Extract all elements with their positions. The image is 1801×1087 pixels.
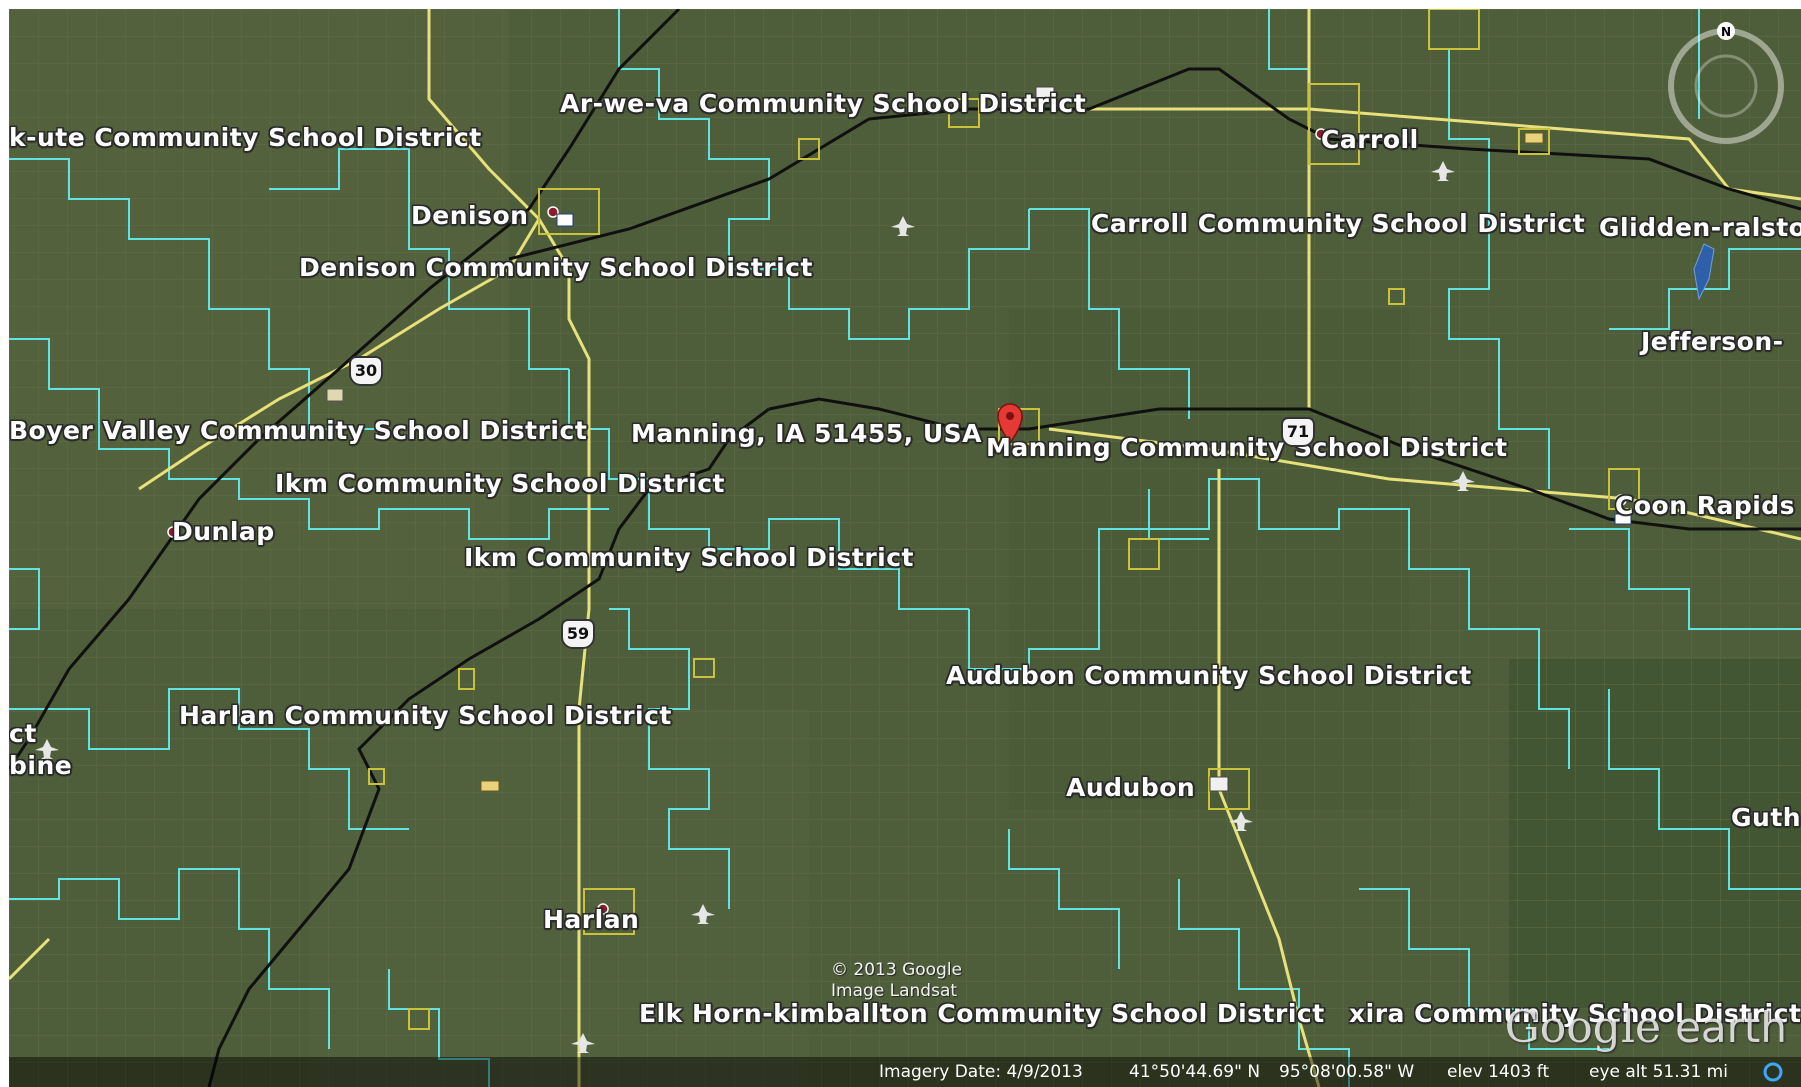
logo-earth: earth: [1675, 1003, 1787, 1052]
map-view[interactable]: N Ar-we-va Community School District k-u…: [9, 9, 1801, 1087]
copyright-line1: © 2013 Google: [831, 960, 963, 980]
label-bine: bine: [9, 751, 73, 780]
label-manning-district: Manning Community School District: [986, 433, 1508, 462]
lake-feature: [1693, 243, 1715, 301]
logo-google: Google: [1504, 1002, 1662, 1053]
label-denison-district: Denison Community School District: [299, 253, 813, 282]
us71-shield: 71: [1281, 417, 1315, 447]
label-carroll-city: Carroll: [1321, 125, 1419, 154]
label-boyer-valley-district: Boyer Valley Community School District: [9, 416, 588, 445]
label-ikm-district-1: Ikm Community School District: [275, 469, 725, 498]
navigation-control[interactable]: N: [1661, 21, 1791, 151]
status-bar: Imagery Date: 4/9/2013 41°50'44.69" N 95…: [9, 1057, 1801, 1087]
town-dots: [167, 128, 1627, 915]
compass-north-label: N: [1721, 25, 1731, 39]
placemark-icon[interactable]: [997, 403, 1023, 445]
latitude-readout: 41°50'44.69" N: [1129, 1062, 1261, 1082]
label-kute-district: k-ute Community School District: [9, 123, 482, 152]
label-coon-rapids: Coon Rapids: [1615, 491, 1796, 520]
elevation-readout: elev 1403 ft: [1447, 1062, 1550, 1082]
map-imagery: [9, 9, 1801, 1087]
airport-icons: [35, 161, 1475, 1053]
label-guth: Guth: [1731, 803, 1801, 832]
label-glidden-district: Glidden-ralsto: [1599, 213, 1801, 242]
imagery-date: Imagery Date: 4/9/2013: [879, 1062, 1083, 1082]
label-denison-city: Denison: [411, 201, 529, 230]
label-ikm-district-2: Ikm Community School District: [464, 543, 914, 572]
label-elkhorn-district: Elk Horn-kimballton Community School Dis…: [639, 999, 1325, 1028]
town-outlines: [368, 9, 1640, 1030]
label-carroll-district: Carroll Community School District: [1091, 209, 1586, 238]
streaming-indicator-icon: [1763, 1062, 1783, 1082]
railroads: [9, 9, 1801, 1087]
label-exira-district: xira Community School District: [1349, 999, 1801, 1028]
label-jefferson-district: Jefferson-: [1641, 327, 1784, 356]
school-icons: [326, 86, 1632, 792]
copyright-line2: Image Landsat: [831, 981, 958, 1001]
eye-altitude-readout: eye alt 51.31 mi: [1589, 1062, 1728, 1082]
longitude-readout: 95°08'00.58" W: [1279, 1062, 1415, 1082]
label-audubon-district: Audubon Community School District: [946, 661, 1472, 690]
google-earth-logo: Google earth: [1505, 1002, 1787, 1053]
school-district-boundaries: [9, 9, 1801, 1087]
roads: [9, 9, 1801, 1087]
us59-shield: 59: [561, 619, 595, 649]
imagery-copyright: © 2013 Google Image Landsat: [831, 960, 962, 1002]
label-ct: ct: [9, 719, 37, 748]
label-arweva-district: Ar-we-va Community School District: [560, 89, 1087, 118]
compass-icon[interactable]: N: [1661, 21, 1791, 151]
label-harlan-district: Harlan Community School District: [179, 701, 672, 730]
label-manning-address: Manning, IA 51455, USA: [631, 419, 982, 448]
label-harlan-city: Harlan: [543, 905, 640, 934]
label-dunlap-city: Dunlap: [172, 517, 275, 546]
us30-shield: 30: [349, 356, 383, 386]
label-audubon-city: Audubon: [1066, 773, 1196, 802]
